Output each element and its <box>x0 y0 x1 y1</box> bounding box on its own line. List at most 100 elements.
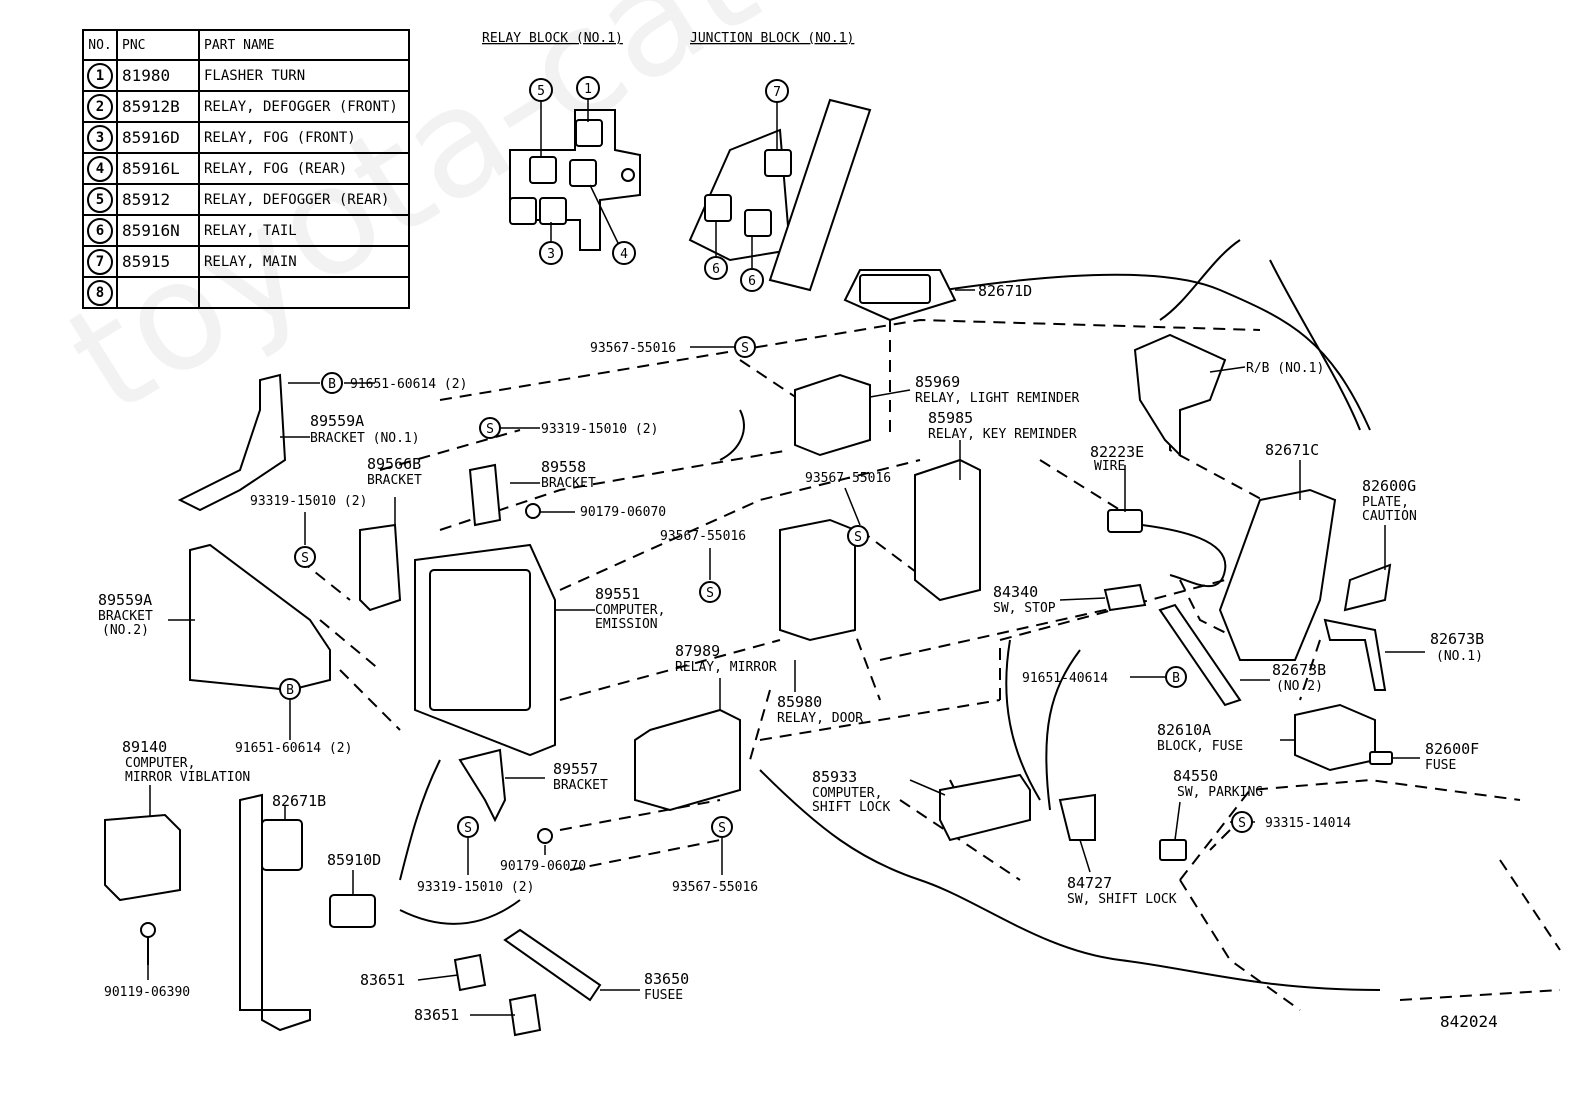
label-87989: 87989 <box>675 642 720 660</box>
label-89551: 89551 <box>595 585 640 603</box>
label-82600f-name: FUSE <box>1425 758 1456 773</box>
label-91651-60614-1: 91651-60614 (2) <box>350 377 467 392</box>
junction-block-header: JUNCTION BLOCK (NO.1) <box>690 31 854 46</box>
label-89551-name-1: COMPUTER, <box>595 603 665 618</box>
svg-text:S: S <box>718 821 726 836</box>
label-85933: 85933 <box>812 768 857 786</box>
part-shapes <box>104 98 1393 1037</box>
legend-pnc: 85915 <box>116 245 200 278</box>
label-89558: 89558 <box>541 458 586 476</box>
label-89559a-2-name-1: BRACKET <box>98 609 153 624</box>
bracket-89558-shape <box>468 463 502 527</box>
switch-84340-shape <box>1103 583 1147 612</box>
legend-part-name: FLASHER TURN <box>198 59 410 92</box>
symbol-b-91651-1: B <box>321 372 343 394</box>
svg-text:1: 1 <box>584 82 592 97</box>
svg-text:7: 7 <box>773 85 781 100</box>
legend-number: 7 <box>87 248 113 275</box>
label-89558-name: BRACKET <box>541 476 596 491</box>
svg-text:5: 5 <box>537 84 545 99</box>
label-89140: 89140 <box>122 738 167 756</box>
label-84727-name: SW, SHIFT LOCK <box>1067 892 1177 907</box>
relay-block-82671c-shape <box>1218 488 1337 661</box>
legend-part-name: RELAY, DEFOGGER (REAR) <box>198 183 410 216</box>
bracket-82673b-no2-shape <box>1158 603 1242 707</box>
bracket-89557-shape <box>458 748 507 823</box>
label-89140-name-1: COMPUTER, <box>125 756 195 771</box>
legend-pnc <box>116 276 200 309</box>
label-89140-name-2: MIRROR VIBLATION <box>125 770 250 785</box>
label-82223e-name: WIRE <box>1094 459 1125 474</box>
legend-number: 3 <box>87 124 113 151</box>
bolt-90119-shape <box>140 922 156 965</box>
label-82610a: 82610A <box>1157 721 1211 739</box>
labels: RELAY BLOCK (NO.1) JUNCTION BLOCK (NO.1)… <box>98 31 1498 1031</box>
label-82600f: 82600F <box>1425 740 1479 758</box>
fuse-block-82610a-shape <box>1294 703 1376 772</box>
relay-85969-shape <box>794 373 871 457</box>
switch-84727-shape <box>1058 793 1096 841</box>
symbol-s-93319-1: S <box>479 417 501 439</box>
callout-circle-7: 7 <box>765 79 789 103</box>
label-82673b-1: 82673B <box>1430 630 1484 648</box>
label-82600g-name-2: CAUTION <box>1362 509 1417 524</box>
callout-circle-1: 1 <box>576 76 600 100</box>
symbol-s-93319-3: S <box>457 816 479 838</box>
svg-text:6: 6 <box>712 262 720 277</box>
callout-line <box>589 184 619 244</box>
label-89557-name: BRACKET <box>553 778 608 793</box>
legend-pnc: 85916N <box>116 214 200 247</box>
label-85910d: 85910D <box>327 851 381 869</box>
legend-part-name <box>198 276 410 309</box>
relay-82671d-shape <box>843 269 957 322</box>
legend-header-part-name: PART NAME <box>198 29 410 61</box>
callout-circle-6a: 6 <box>704 256 728 280</box>
plate-82600g-shape <box>1343 563 1392 612</box>
svg-text:S: S <box>1238 816 1246 831</box>
label-93567-55016-1: 93567-55016 <box>590 341 676 356</box>
rb-no1-shape <box>1133 333 1227 458</box>
legend-header-row: NO. PNC PART NAME <box>82 29 410 61</box>
label-82600g-name-1: PLATE, <box>1362 495 1409 510</box>
legend-number: 8 <box>87 279 113 306</box>
label-93315-14014: 93315-14014 <box>1265 816 1351 831</box>
legend-number: 6 <box>87 217 113 244</box>
svg-text:3: 3 <box>547 247 555 262</box>
label-85933-name-1: COMPUTER, <box>812 786 882 801</box>
label-85933-name-2: SHIFT LOCK <box>812 800 890 815</box>
symbol-s-93567-1: S <box>734 336 756 358</box>
clip-83651-2-shape <box>508 993 542 1037</box>
label-85980-name: RELAY, DOOR <box>777 711 863 726</box>
label-85980: 85980 <box>777 693 822 711</box>
label-83651-2: 83651 <box>414 1006 459 1024</box>
label-85969-name: RELAY, LIGHT REMINDER <box>915 391 1080 406</box>
diagram-code: 842024 <box>1440 1012 1498 1031</box>
callout-circle-3: 3 <box>539 241 563 265</box>
fusee-83650-shape <box>503 928 602 1002</box>
label-85985-name: RELAY, KEY REMINDER <box>928 427 1077 442</box>
svg-text:B: B <box>286 683 294 698</box>
bracket-89566b-shape <box>359 523 402 612</box>
label-82671d: 82671D <box>978 282 1032 300</box>
label-82600g: 82600G <box>1362 477 1416 495</box>
label-rb-no1: R/B (NO.1) <box>1246 361 1324 376</box>
svg-text:6: 6 <box>748 274 756 289</box>
label-91651-40614: 91651-40614 <box>1022 671 1108 686</box>
symbol-b-91651-3: B <box>279 678 301 700</box>
label-89559a-2-name-2: (NO.2) <box>102 623 149 638</box>
legend-part-name: RELAY, TAIL <box>198 214 410 247</box>
legend-pnc: 85912B <box>116 90 200 123</box>
symbol-s-93567-4: S <box>711 816 733 838</box>
junction-block-shape <box>688 98 872 292</box>
legend-number: 4 <box>87 155 113 182</box>
label-82673b-2-name: (NO.2) <box>1276 679 1323 694</box>
legend-pnc: 85912 <box>116 183 200 216</box>
label-82671b: 82671B <box>272 792 326 810</box>
legend-number: 1 <box>87 62 113 89</box>
symbol-s-93567-3: S <box>699 581 721 603</box>
